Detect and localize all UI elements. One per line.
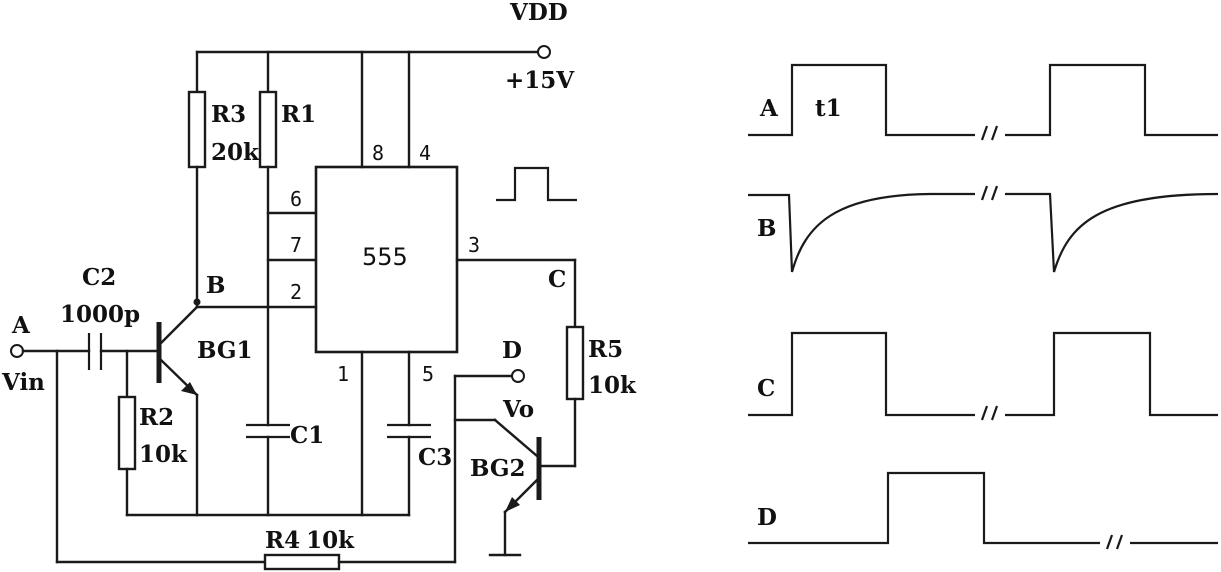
node-c-label: C <box>548 266 566 293</box>
waveform-d <box>748 471 1218 550</box>
pin-6: 6 <box>290 187 302 211</box>
wave-a-label: A <box>759 95 779 122</box>
c1-capacitor <box>246 423 290 439</box>
r4-resistor <box>263 553 341 571</box>
c1-name: C1 <box>290 422 324 449</box>
c2-value: 1000p <box>60 301 140 328</box>
pin-5: 5 <box>422 362 434 386</box>
r5-resistor <box>565 325 585 401</box>
output-terminal <box>511 369 525 383</box>
r2-name: R2 <box>139 404 174 431</box>
wave-d-label: D <box>757 504 777 531</box>
r3-name: R3 <box>211 101 246 128</box>
pulse-symbol <box>496 166 577 202</box>
node-b-dot <box>193 298 201 306</box>
r1-resistor <box>258 90 278 169</box>
vin-label: Vin <box>1 369 45 396</box>
r1-name: R1 <box>281 101 316 128</box>
pin-7: 7 <box>290 233 302 257</box>
vo-label: Vo <box>502 396 534 423</box>
c3-capacitor <box>387 423 431 439</box>
bg1-name: BG1 <box>197 337 253 364</box>
waveform-c <box>748 331 1218 421</box>
node-b-label: B <box>206 272 225 299</box>
c3-name: C3 <box>418 444 452 471</box>
r5-name: R5 <box>588 336 623 363</box>
r2-value: 10k <box>139 441 188 468</box>
wave-b-label: B <box>757 215 776 242</box>
pin-2: 2 <box>290 280 302 304</box>
c2-name: C2 <box>82 264 116 291</box>
wave-c-label: C <box>757 375 775 402</box>
waveform-b <box>748 185 1219 273</box>
bg2-transistor <box>453 418 542 514</box>
r2-resistor <box>117 395 137 471</box>
t1-label: t1 <box>815 95 842 122</box>
r5-value: 10k <box>588 372 637 399</box>
pin-3: 3 <box>468 233 480 257</box>
pin-8: 8 <box>372 141 384 165</box>
input-terminal <box>10 344 24 358</box>
vdd-rail <box>195 45 551 59</box>
r3-resistor <box>187 90 207 169</box>
waveform-a <box>748 63 1218 141</box>
pin-4: 4 <box>419 141 431 165</box>
bg1-transistor <box>156 305 199 397</box>
vdd-voltage: +15V <box>505 67 575 94</box>
node-a-label: A <box>11 312 31 339</box>
vdd-label: VDD <box>509 0 568 26</box>
bg2-name: BG2 <box>470 455 526 482</box>
c2-capacitor <box>87 333 103 370</box>
ic-label: 555 <box>362 243 408 271</box>
r3-value: 20k <box>211 139 260 166</box>
pin-1: 1 <box>337 362 349 386</box>
node-d-label: D <box>502 337 522 364</box>
